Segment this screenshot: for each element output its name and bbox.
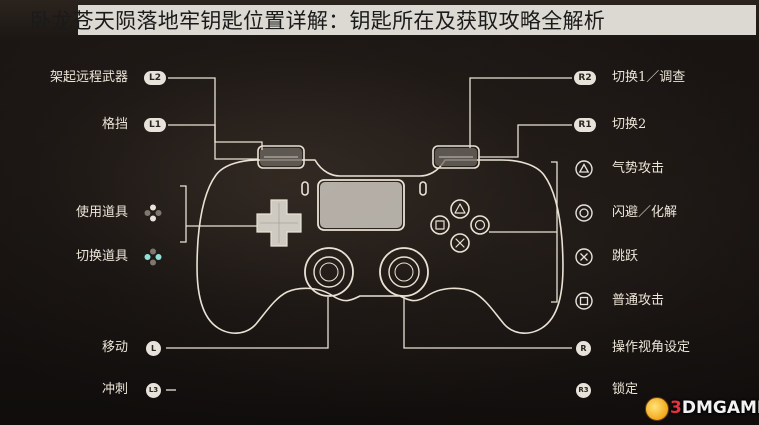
l2-button-icon: L2 xyxy=(144,71,166,85)
section-header-right xyxy=(450,38,540,52)
page-title: 卧龙苍天陨落地牢钥匙位置详解：钥匙所在及获取攻略全解析 xyxy=(30,9,606,33)
cross-icon xyxy=(575,248,593,266)
label-aim-ranged: 架起远程武器 xyxy=(49,70,128,85)
dpad-horizontal-icon xyxy=(144,248,162,266)
label-switch-item: 切换道具 xyxy=(75,249,128,264)
watermark-logo-icon xyxy=(645,397,669,421)
r-stick-icon: R xyxy=(576,341,591,356)
title-highlight xyxy=(78,5,756,35)
r2-button-icon: R2 xyxy=(574,71,596,85)
section-header-left xyxy=(225,38,315,52)
circle-icon xyxy=(575,204,593,222)
watermark: 3DMGAME xyxy=(670,395,759,421)
dpad-vertical-icon xyxy=(144,204,162,222)
l1-button-icon: L1 xyxy=(144,118,166,132)
stick-left-outer xyxy=(304,247,354,297)
label-momentum-attack: 气势攻击 xyxy=(612,161,665,176)
l-stick-icon: L xyxy=(146,341,161,356)
controller-body-outline xyxy=(196,159,564,334)
face-circle xyxy=(470,215,490,235)
touchpad xyxy=(317,179,405,231)
face-square xyxy=(430,215,450,235)
label-lock-on: 锁定 xyxy=(612,382,639,397)
face-triangle xyxy=(450,199,470,219)
watermark-rest: DMGAME xyxy=(681,398,759,418)
label-jump: 跳跃 xyxy=(612,249,639,264)
label-camera-settings: 操作视角设定 xyxy=(612,340,691,355)
label-sprint: 冲刺 xyxy=(101,382,128,397)
r1-button-icon: R1 xyxy=(574,118,596,132)
shoulder-left xyxy=(257,145,305,169)
r3-stick-icon: R3 xyxy=(576,383,591,398)
share-button xyxy=(301,181,309,196)
label-move: 移动 xyxy=(101,340,128,355)
label-normal-attack: 普通攻击 xyxy=(612,293,665,308)
l3-stick-icon: L3 xyxy=(146,383,161,398)
square-icon xyxy=(575,292,593,310)
label-switch2: 切换2 xyxy=(612,117,647,132)
options-button xyxy=(419,181,427,196)
label-block: 格挡 xyxy=(101,117,128,132)
triangle-icon xyxy=(575,160,593,178)
watermark-prefix: 3 xyxy=(670,398,682,418)
face-cross xyxy=(450,233,470,253)
label-dodge-deflect: 闪避／化解 xyxy=(612,205,678,220)
label-use-item: 使用道具 xyxy=(75,205,128,220)
label-switch1-inspect: 切换1／调查 xyxy=(612,70,686,85)
stick-right-outer xyxy=(379,247,429,297)
